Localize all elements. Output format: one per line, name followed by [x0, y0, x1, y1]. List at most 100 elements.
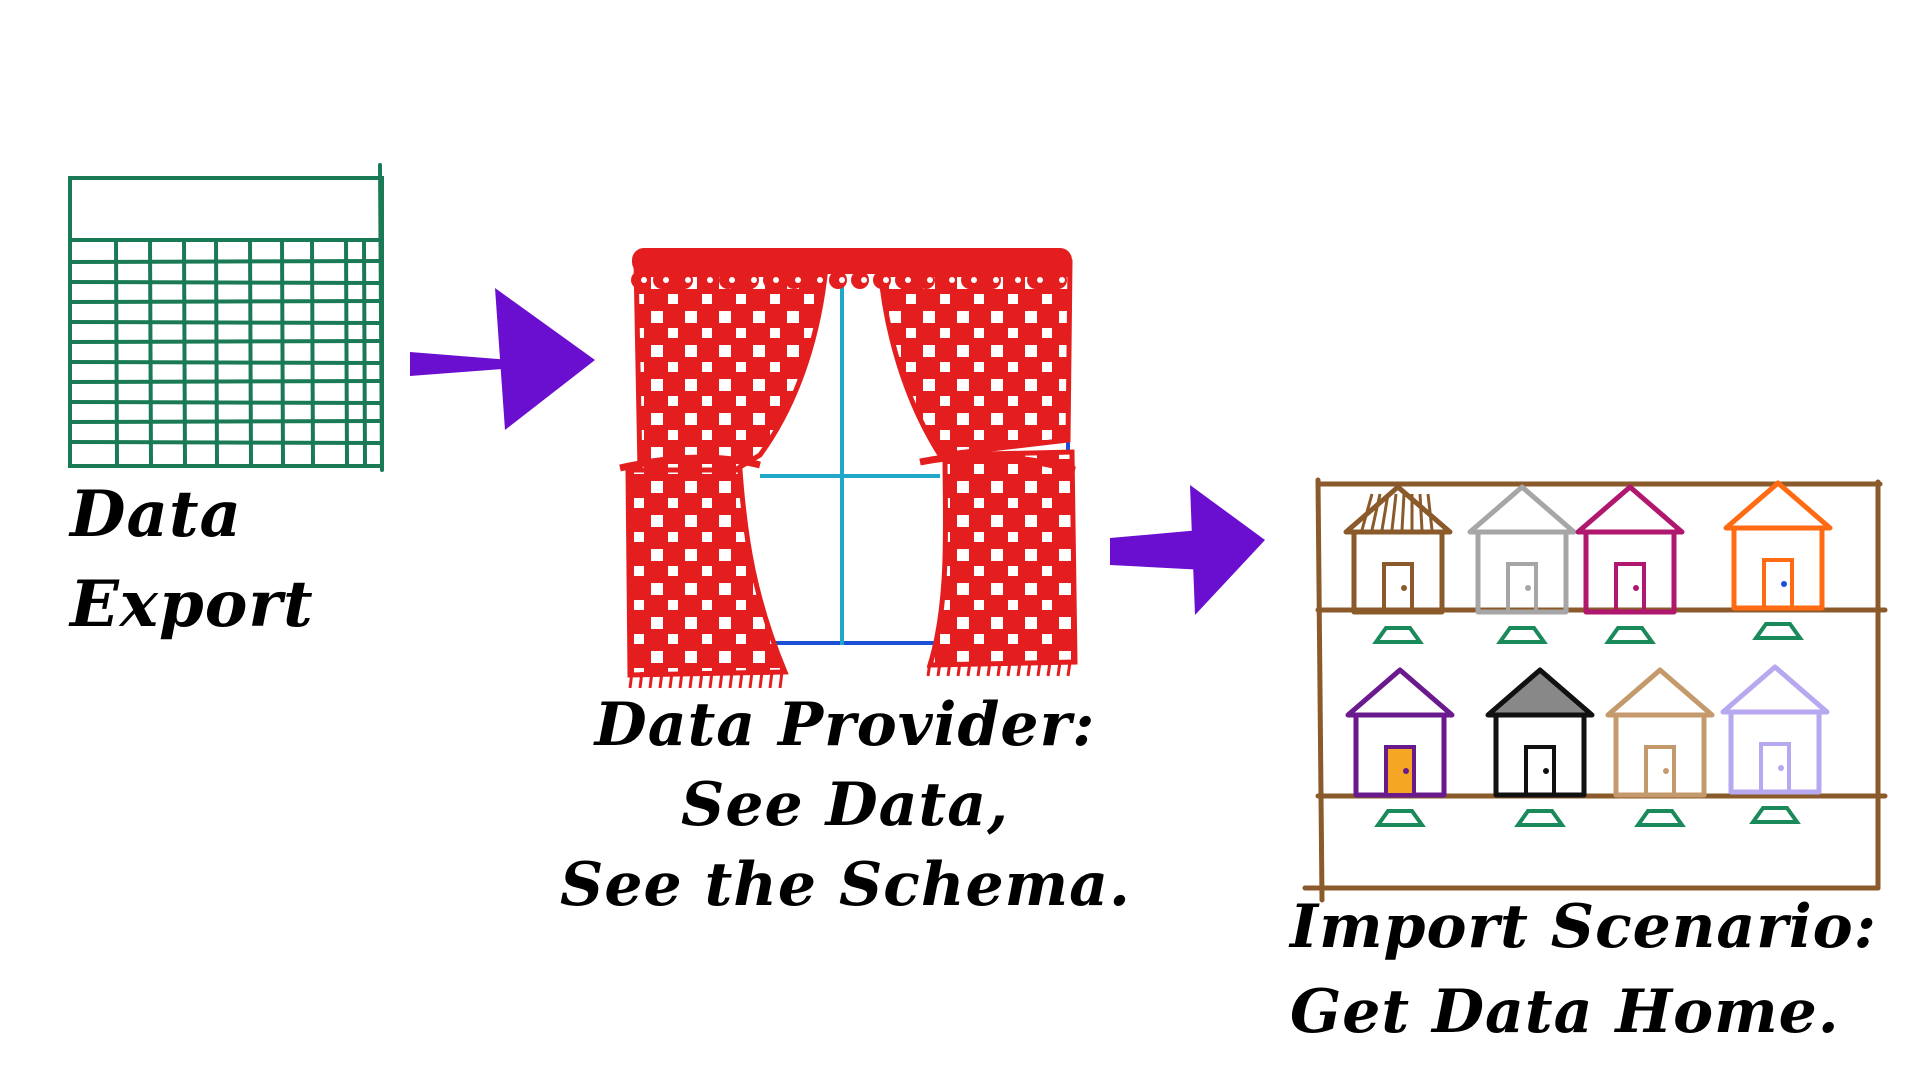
house-body: [1475, 529, 1569, 615]
valance-dot: [971, 277, 977, 283]
fringe: [1066, 661, 1072, 677]
right-curtain-lower: [926, 449, 1078, 668]
data-provider-label-line-1: Data Provider:: [594, 690, 1096, 760]
valance-dot: [839, 277, 845, 283]
house-body: [1493, 712, 1587, 798]
valance-scallop: [961, 271, 979, 289]
fringe: [658, 671, 664, 689]
right-curtain-upper: [877, 259, 1073, 458]
fringe: [956, 661, 962, 677]
data-export-label: Data Export: [70, 470, 360, 650]
valance-scallop: [983, 271, 1001, 289]
house-stand: [1514, 809, 1566, 827]
valance-scallop: [873, 271, 891, 289]
valance-scallop: [1027, 271, 1045, 289]
fringe: [946, 661, 952, 677]
house-body: [1728, 709, 1822, 795]
sheet-col-line: [114, 238, 119, 468]
sheet-col-line: [214, 238, 219, 468]
roof-hatch: [1380, 493, 1390, 531]
valance-scallop: [829, 271, 847, 289]
fringe: [986, 661, 992, 677]
valance: [632, 248, 1072, 274]
valance-scallop: [653, 271, 671, 289]
house-roof: [1605, 667, 1715, 718]
valance-scallop: [719, 271, 737, 289]
door-knob: [1403, 768, 1409, 774]
sheet-row-line: [68, 320, 384, 325]
fringe: [1026, 661, 1032, 677]
fringe: [718, 671, 724, 689]
data-provider-label: Data Provider: See Data, See the Schema.: [560, 685, 1130, 925]
roof-hatch: [1360, 493, 1374, 531]
house-roof: [1485, 667, 1595, 718]
house-shelf-icon: [1302, 477, 1888, 903]
data-export-label-line-1: Data: [70, 477, 242, 552]
fringe: [678, 671, 684, 689]
roof-hatch: [1390, 493, 1398, 531]
fringe: [1046, 661, 1052, 677]
house-roof: [1720, 664, 1830, 715]
valance-dot: [1059, 277, 1065, 283]
curtained-window-icon: [619, 248, 1078, 689]
valance-scallop: [785, 271, 803, 289]
sheet-row-line: [68, 419, 384, 424]
shelf-house: [1485, 667, 1595, 827]
shelf-house: [1723, 480, 1833, 640]
import-scenario-label-line-2: Get Data Home.: [1290, 977, 1840, 1047]
fringe: [1016, 661, 1022, 677]
house-stand: [1634, 809, 1686, 827]
fringe: [1036, 661, 1042, 677]
fringe: [996, 661, 1002, 677]
sheet-col-line: [280, 238, 285, 468]
door-knob: [1781, 581, 1787, 587]
fringe: [668, 671, 674, 689]
door-knob: [1401, 585, 1407, 591]
house-body: [1731, 525, 1825, 611]
valance-dot: [817, 277, 823, 283]
valance-scallop: [697, 271, 715, 289]
shelf-house: [1467, 484, 1577, 644]
valance-dot: [773, 277, 779, 283]
house-roof: [1345, 667, 1455, 718]
valance-scallop: [917, 271, 935, 289]
sheet-col-line: [248, 238, 253, 468]
fringe: [698, 671, 704, 689]
valance-dot: [685, 277, 691, 283]
fringe: [648, 671, 654, 689]
fringe: [976, 661, 982, 677]
fringe: [768, 671, 774, 689]
sheet-row-line: [68, 360, 384, 365]
left-curtain-lower: [625, 467, 789, 678]
fringe: [738, 671, 744, 689]
house-body: [1351, 529, 1445, 615]
valance-dot: [729, 277, 735, 283]
fringe: [1006, 661, 1012, 677]
valance-scallop: [851, 271, 869, 289]
valance-scallop: [1049, 271, 1067, 289]
arrow-2-icon: [1110, 485, 1265, 615]
fringe: [1056, 661, 1062, 677]
fringe: [758, 671, 764, 689]
house-roof: [1575, 484, 1685, 535]
sheet-row-line: [68, 400, 384, 405]
valance-scallop: [675, 271, 693, 289]
valance-dot: [883, 277, 889, 283]
fringe: [688, 671, 694, 689]
valance-dot: [861, 277, 867, 283]
house-roof: [1343, 484, 1453, 535]
sheet-row-line: [68, 259, 384, 264]
sheet-col-line: [362, 238, 367, 468]
sheet-row-line: [68, 440, 384, 445]
valance-scallop: [1005, 271, 1023, 289]
house-door: [1382, 562, 1414, 614]
import-scenario-label-line-1: Import Scenario:: [1290, 892, 1877, 962]
sheet-col-line: [182, 238, 187, 468]
valance-scallop: [763, 271, 781, 289]
left-curtain-upper: [633, 259, 829, 473]
valance-dot: [663, 277, 669, 283]
data-provider-label-line-3: See the Schema.: [560, 850, 1131, 920]
arrow-1-icon: [410, 288, 595, 430]
right-tieback: [919, 453, 1076, 474]
